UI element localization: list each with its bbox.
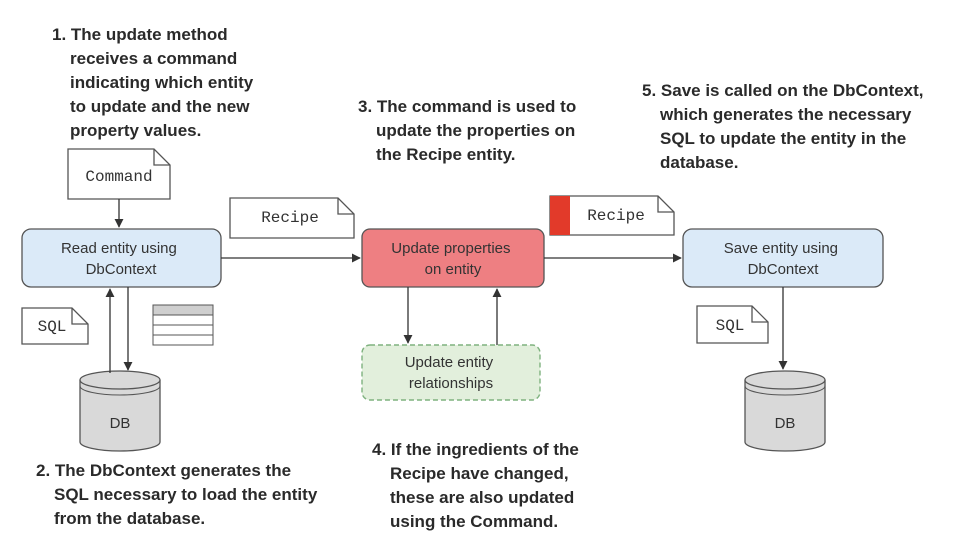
annotation-2-line: from the database. xyxy=(54,509,205,528)
recipe-document: Recipe xyxy=(229,197,355,239)
sql-document-read-label: SQL xyxy=(38,318,67,336)
update-properties-box: Update properties on entity xyxy=(361,228,545,288)
command-document: Command xyxy=(67,148,171,200)
sql-document-save-label: SQL xyxy=(716,317,745,335)
annotation-1-line: indicating which entity xyxy=(70,73,254,92)
annotation-4-line: these are also updated xyxy=(390,488,574,507)
database-read: DB xyxy=(79,370,161,452)
command-document-label: Command xyxy=(85,168,152,186)
read-entity-label: Read entity using DbContext xyxy=(61,240,181,278)
database-save: DB xyxy=(744,370,826,452)
annotation-4-line: 4. If the ingredients of the xyxy=(372,440,579,459)
annotation-4-line: Recipe have changed, xyxy=(390,464,569,483)
annotation-2-line: 2. The DbContext generates the xyxy=(36,461,291,480)
annotation-2-line: SQL necessary to load the entity xyxy=(54,485,318,504)
annotation-4-line: using the Command. xyxy=(390,512,558,531)
annotation-3-line: 3. The command is used to xyxy=(358,97,576,116)
annotation-3-line: update the properties on xyxy=(376,121,575,140)
table-rows-icon xyxy=(152,304,214,346)
read-entity-box: Read entity using DbContext xyxy=(21,228,222,288)
annotation-1-line: receives a command xyxy=(70,49,237,68)
annotation-3-line: the Recipe entity. xyxy=(376,145,516,164)
modified-recipe-document: Recipe xyxy=(549,195,675,236)
annotation-5: 5. Save is called on the DbContext, whic… xyxy=(642,81,928,172)
annotation-4: 4. If the ingredients of the Recipe have… xyxy=(372,440,584,531)
modified-marker xyxy=(550,196,570,235)
annotation-5-line: database. xyxy=(660,153,738,172)
annotation-5-line: which generates the necessary xyxy=(659,105,912,124)
annotation-2: 2. The DbContext generates the SQL neces… xyxy=(36,461,322,528)
annotation-1: 1. The update method receives a command … xyxy=(52,25,258,140)
update-properties-label: Update properties on entity xyxy=(391,240,514,278)
annotation-1-line: to update and the new xyxy=(70,97,250,116)
annotation-3: 3. The command is used to update the pro… xyxy=(358,97,581,164)
update-relationships-box: Update entity relationships xyxy=(361,344,541,401)
annotation-1-line: property values. xyxy=(70,121,201,140)
annotation-5-line: SQL to update the entity in the xyxy=(660,129,906,148)
database-save-label: DB xyxy=(775,415,796,432)
annotation-1-line: 1. The update method xyxy=(52,25,228,44)
sql-document-read: SQL xyxy=(21,307,89,345)
modified-recipe-document-label: Recipe xyxy=(587,207,645,225)
database-read-label: DB xyxy=(110,415,131,432)
sql-document-save: SQL xyxy=(696,305,769,344)
annotation-5-line: 5. Save is called on the DbContext, xyxy=(642,81,924,100)
update-relationships-label: Update entity relationships xyxy=(405,354,498,392)
recipe-document-label: Recipe xyxy=(261,209,319,227)
save-entity-box: Save entity using DbContext xyxy=(682,228,884,288)
save-entity-label: Save entity using DbContext xyxy=(724,240,842,278)
